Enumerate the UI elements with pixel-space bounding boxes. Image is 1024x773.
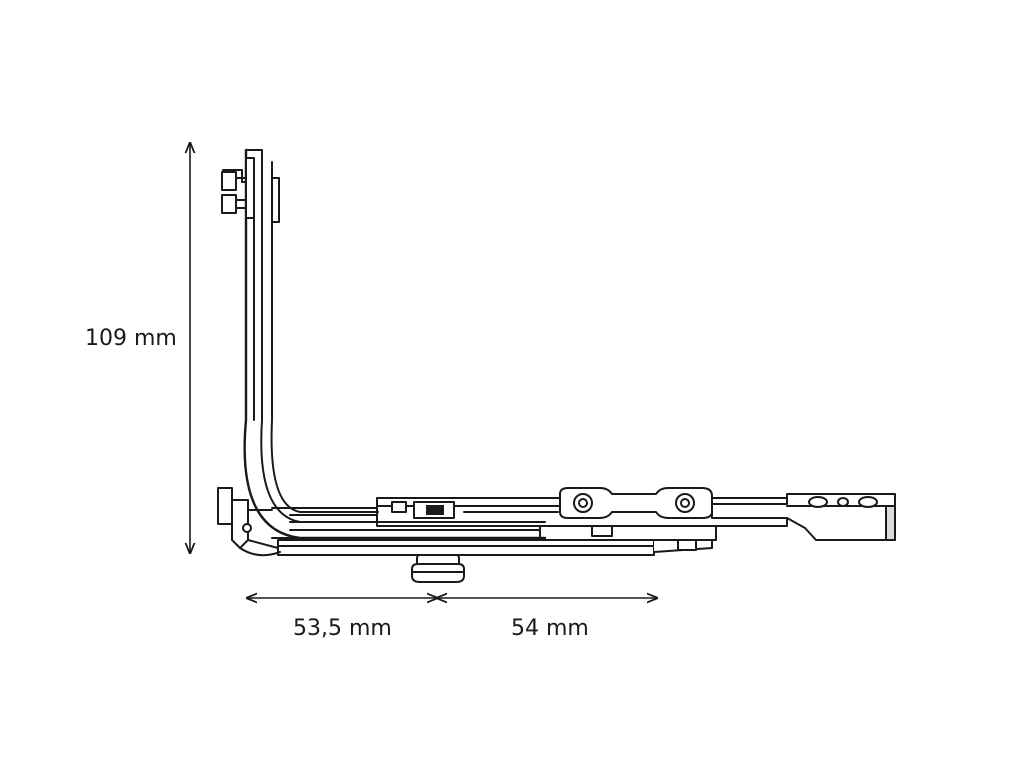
left-width-dimension-label: 53,5 mm bbox=[293, 616, 392, 641]
dimension-lines bbox=[190, 143, 657, 598]
pivot-pin bbox=[411, 554, 465, 583]
vertical-leg bbox=[243, 148, 547, 540]
end-plate bbox=[711, 493, 896, 541]
corner-hinge bbox=[217, 487, 281, 557]
right-width-dimension-label: 54 mm bbox=[511, 616, 589, 641]
bottom-rail bbox=[277, 535, 713, 556]
height-dimension-label: 109 mm bbox=[85, 326, 177, 351]
top-clip bbox=[221, 157, 255, 219]
